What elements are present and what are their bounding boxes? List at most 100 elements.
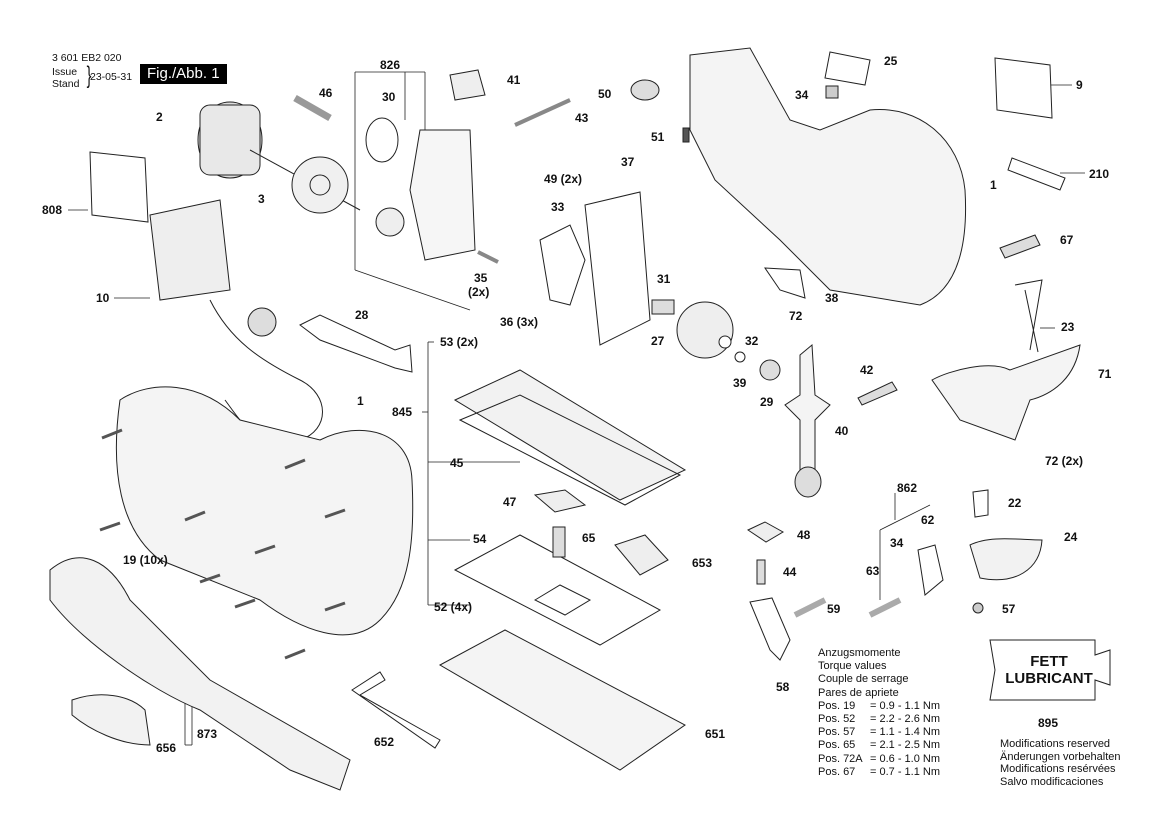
part-label-22: 22 [1008,496,1022,510]
torque-row: Pos. 65= 2.1 - 2.5 Nm [818,739,941,752]
part-label-30: 30 [382,90,396,104]
part-label-28: 28 [355,308,369,322]
pinion-31 [651,299,675,315]
cap-50 [630,79,660,101]
part-label-57: 57 [1002,602,1016,616]
clip-47 [533,489,587,513]
part-label-63: 63 [866,564,880,578]
lever-28 [299,314,413,373]
guard-651 [438,629,686,771]
cover-24 [969,538,1043,581]
lubricant-tube [989,639,1111,701]
part-label-652: 652 [374,735,395,749]
pin-44 [756,559,766,585]
part-label-33: 33 [551,200,565,214]
washer-39 [734,351,746,363]
part-label-826: 826 [380,58,401,72]
part-label-50: 50 [598,87,612,101]
bearing-29 [759,359,781,381]
part-label-653: 653 [692,556,713,570]
torque-title-de: Anzugsmomente [818,647,901,659]
spring-51 [682,127,690,143]
guide-45 [458,394,682,506]
part-label-23: 23 [1061,320,1075,334]
torque-row: Pos. 19= 0.9 - 1.1 Nm [818,699,941,712]
part-label-62: 62 [921,513,935,527]
pin-46 [293,94,332,122]
part-label-651: 651 [705,727,726,741]
torque-row: Pos. 52= 2.2 - 2.6 Nm [818,713,941,726]
part-label-3: 3 [258,192,265,206]
part-label-32: 32 [745,334,759,348]
part-label-51: 51 [651,130,665,144]
part-label-29: 29 [760,395,774,409]
part-label-39: 39 [733,376,747,390]
pin-35 [477,250,499,264]
part-label-46: 46 [319,86,333,100]
part-label-808: 808 [42,203,63,217]
label-sheet-9 [994,57,1053,119]
label-sheet-808 [89,151,149,223]
issue-brace: } [86,62,92,89]
hex-key-652 [351,671,441,749]
part-label-44: 44 [783,565,797,579]
part-label-656: 656 [156,741,177,755]
part-label-210: 210 [1089,167,1110,181]
part-label-34-top: 34 [795,88,809,102]
shoe-plate-54 [453,534,662,646]
washer-32 [718,335,732,349]
part-label-52: 52 (4x) [434,600,473,614]
issue-date: 23-05-31 [90,71,133,83]
gear-27 [676,301,734,359]
part-label-71: 71 [1098,367,1112,381]
sticker-210 [1007,157,1066,191]
lubricant-label: FETT LUBRICANT [1005,653,1093,687]
plate-37 [584,191,651,346]
lever-42 [857,381,898,406]
part-label-9: 9 [1076,78,1083,92]
part-label-34-right: 34 [890,536,904,550]
part-label-35-count: (2x) [468,285,490,299]
gear-housing-826 [409,129,476,261]
lever-58 [749,597,791,661]
torque-row: Pos. 57= 1.1 - 1.4 Nm [818,726,941,739]
torque-title-en: Torque values [818,660,887,673]
electronics-module-10 [149,199,231,301]
base-plate-845 [453,369,687,501]
cutout [533,584,592,616]
bracket-38 [764,267,806,299]
roller-653 [614,534,669,576]
screws-19 [99,428,346,660]
part-label-895: 895 [1038,716,1059,730]
part-label-2: 2 [156,110,163,124]
lever-62 [917,544,944,596]
part-label-47: 47 [503,495,517,509]
part-label-72: 72 [789,309,803,323]
spring-22 [972,489,989,518]
pad-48 [746,521,785,543]
chip-guard-71 [931,344,1081,441]
part-label-873: 873 [197,727,218,741]
part-label-43: 43 [575,111,589,125]
plunger-foot [794,466,822,498]
part-label-67: 67 [1060,233,1074,247]
switch-knob [247,307,277,337]
part-label-1-top: 1 [990,178,997,192]
part-label-45: 45 [450,456,464,470]
part-label-65: 65 [582,531,596,545]
screw-57 [972,602,984,614]
bracket-33 [539,224,586,306]
torque-title-fr: Couple de serrage [818,673,909,686]
pin-43 [514,98,571,127]
part-label-27: 27 [651,334,665,348]
part-label-41: 41 [507,73,521,87]
torque-values-table: Anzugsmomente Torque values Couple de se… [818,647,940,779]
part-label-42: 42 [860,363,874,377]
part-label-10: 10 [96,291,110,305]
part-label-53: 53 (2x) [440,335,479,349]
part-label-24: 24 [1064,530,1078,544]
screw-65 [552,526,566,558]
torque-title-es: Pares de apriete [818,686,899,699]
part-label-72-2x: 72 (2x) [1045,454,1084,468]
